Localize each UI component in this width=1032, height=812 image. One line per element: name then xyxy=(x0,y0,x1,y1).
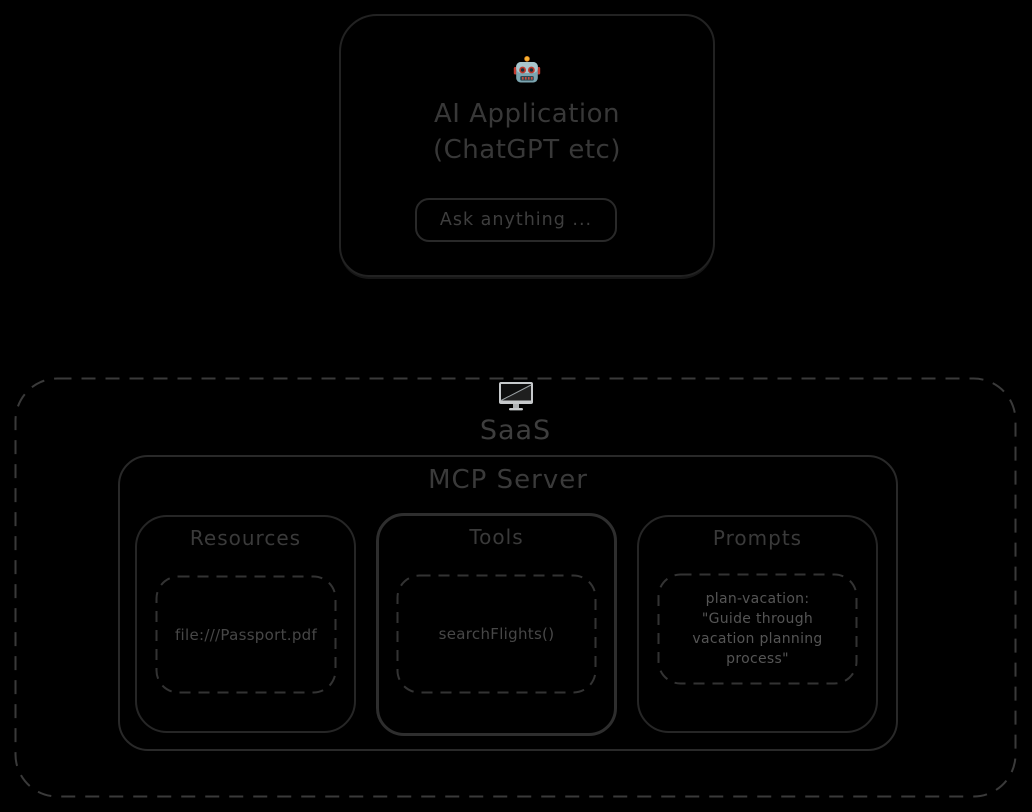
resources-box: Resources file:///Passport.pdf xyxy=(135,515,356,733)
saas-dashed-border xyxy=(14,377,1017,798)
prompt-item: plan-vacation: "Guide through vacation p… xyxy=(692,589,822,669)
tools-box: Tools searchFlights() xyxy=(376,513,617,736)
desktop-computer-icon xyxy=(498,381,534,415)
prompt-item-line2: "Guide through xyxy=(701,611,814,627)
ask-anything-input[interactable]: Ask anything ... xyxy=(415,198,617,242)
tools-item-dashed-border xyxy=(396,574,597,694)
ask-anything-placeholder: Ask anything ... xyxy=(439,210,593,230)
resources-label: Resources xyxy=(189,526,302,550)
resources-item-dashed-border xyxy=(155,575,337,694)
prompt-item-line1: plan-vacation: xyxy=(705,591,810,607)
saas-label: SaaS xyxy=(479,415,552,446)
tools-label: Tools xyxy=(469,525,524,549)
prompts-label: Prompts xyxy=(712,526,803,550)
resource-item: file:///Passport.pdf xyxy=(174,625,318,644)
ai-application-title: AI Application (ChatGPT etc) xyxy=(341,96,713,168)
mcp-server-box: MCP Server Resources file:///Passport.pd… xyxy=(118,455,898,751)
prompt-item-line3: vacation planning xyxy=(692,631,823,647)
prompts-item-box: plan-vacation: "Guide through vacation p… xyxy=(657,573,858,685)
resources-item-box: file:///Passport.pdf xyxy=(155,575,337,694)
mcp-server-title: MCP Server xyxy=(428,465,588,495)
prompts-item-dashed-border xyxy=(657,573,858,685)
tool-item: searchFlights() xyxy=(438,625,555,643)
prompt-item-line4: process" xyxy=(726,651,789,667)
tools-item-box: searchFlights() xyxy=(396,574,597,694)
robot-icon xyxy=(513,55,541,88)
ai-application-box: AI Application (ChatGPT etc) Ask anythin… xyxy=(339,14,715,277)
ai-application-title-line2: (ChatGPT etc) xyxy=(432,135,621,165)
ai-application-title-line1: AI Application xyxy=(434,99,620,129)
prompts-box: Prompts plan-vacation: "Guide through va… xyxy=(637,515,878,733)
saas-container: SaaS MCP Server Resources file:///Passpo… xyxy=(14,377,1017,798)
